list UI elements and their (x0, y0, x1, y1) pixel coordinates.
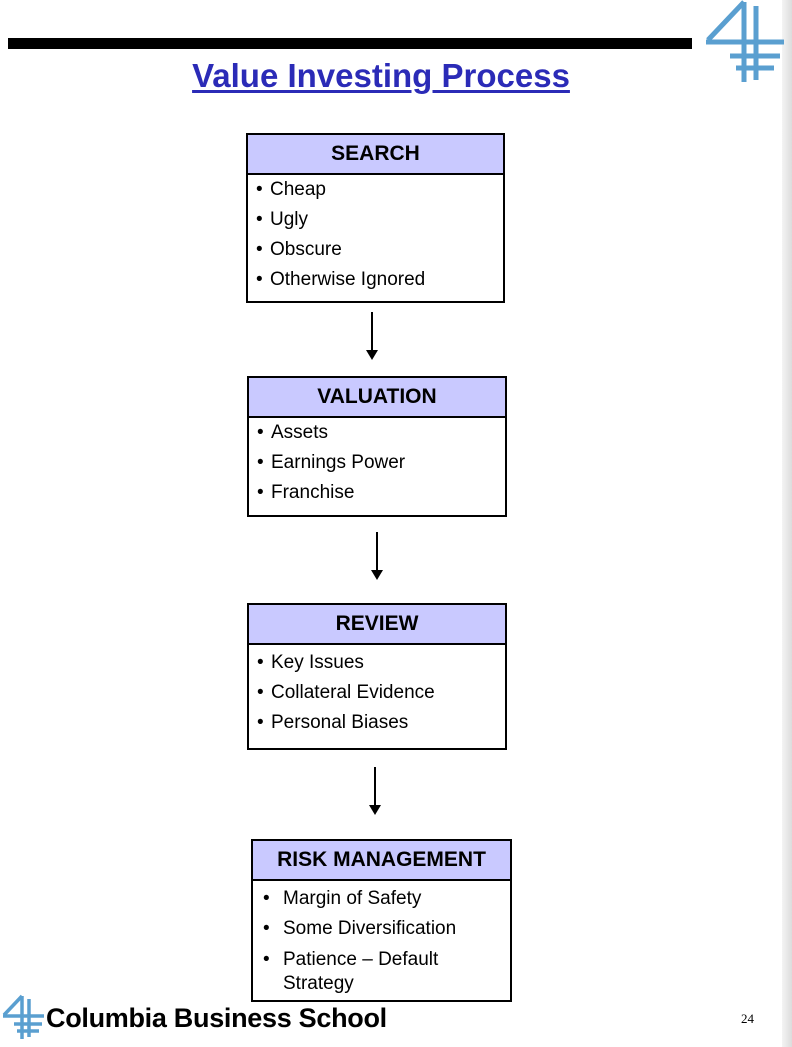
flow-arrow (369, 767, 381, 815)
search-box: SEARCH •Cheap •Ugly •Obscure •Otherwise … (246, 133, 505, 303)
list-item: •Ugly (256, 209, 309, 230)
review-box: REVIEW •Key Issues •Collateral Evidence … (247, 603, 507, 750)
list-item: •Earnings Power (257, 452, 406, 473)
risk-management-box: RISK MANAGEMENT •Margin of Safety •Some … (251, 839, 512, 1002)
columbia-crown-logo-icon (706, 0, 784, 82)
search-box-header: SEARCH (248, 135, 503, 175)
top-rule (8, 38, 692, 49)
risk-management-box-body: •Margin of Safety •Some Diversification … (253, 881, 510, 996)
list-item: •Some Diversification (263, 918, 457, 939)
list-item: •Collateral Evidence (257, 682, 435, 703)
list-item: •Margin of Safety (263, 888, 422, 909)
page-title: Value Investing Process (192, 57, 570, 94)
review-box-header: REVIEW (249, 605, 505, 645)
list-item: •Obscure (256, 239, 342, 260)
list-item: •Patience – Default Strategy (263, 949, 439, 994)
list-item: •Cheap (256, 179, 326, 200)
valuation-box: VALUATION •Assets •Earnings Power •Franc… (247, 376, 507, 517)
flow-arrow (366, 312, 378, 360)
list-item: •Franchise (257, 482, 355, 503)
list-item: •Key Issues (257, 652, 364, 673)
page-number: 24 (741, 1011, 754, 1026)
footer-school-name: Columbia Business School (46, 1003, 387, 1033)
risk-management-box-header: RISK MANAGEMENT (253, 841, 510, 881)
columbia-crown-logo-icon (2, 994, 44, 1039)
search-box-body: •Cheap •Ugly •Obscure •Otherwise Ignored (248, 175, 503, 299)
list-item: •Assets (257, 422, 329, 443)
flow-arrow (371, 532, 383, 580)
valuation-box-header: VALUATION (249, 378, 505, 418)
list-item: •Otherwise Ignored (256, 269, 426, 290)
list-item: •Personal Biases (257, 712, 409, 733)
page-edge-shadow (782, 0, 792, 1047)
valuation-box-body: •Assets •Earnings Power •Franchise (249, 418, 505, 512)
review-box-body: •Key Issues •Collateral Evidence •Person… (249, 645, 505, 742)
